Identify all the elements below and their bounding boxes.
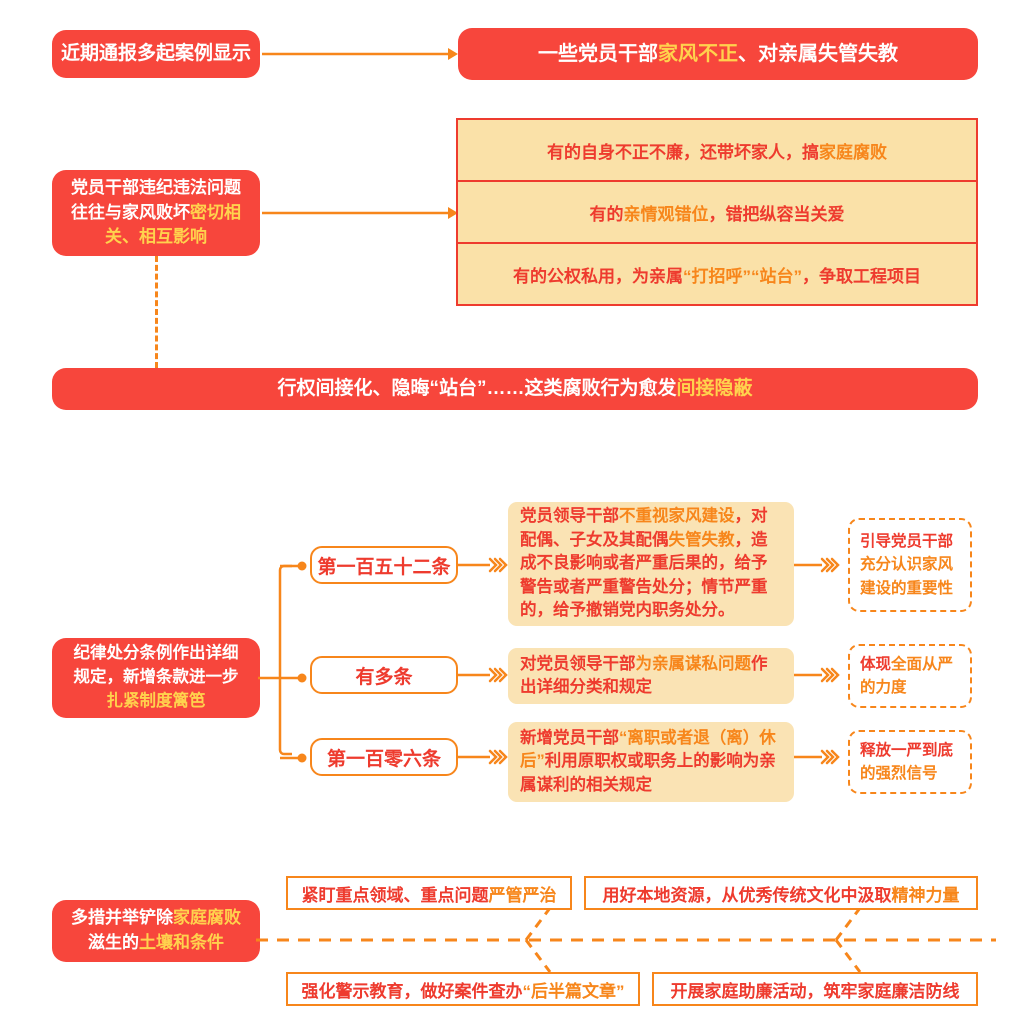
branch-outcome-text: 体现全面从严的力度 <box>860 655 954 696</box>
measure-text: 强化警示教育，做好案件查办“后半篇文章” <box>301 981 625 1001</box>
section2-left-line2: 往往与家风败坏密切相 <box>71 202 241 222</box>
branch-outcome-text: 释放一严到底的强烈信号 <box>860 741 954 782</box>
section3-chevron-connector-3 <box>458 747 508 767</box>
measure-text: 开展家庭助廉活动，筑牢家庭廉洁防线 <box>670 981 960 1001</box>
section3-branch-pill-3[interactable]: 第一百零六条 <box>310 738 458 776</box>
section3-outcome-connector-3 <box>794 747 840 767</box>
section3-left-line3: 扎紧制度篱笆 <box>106 691 206 710</box>
section2-left-line3: 关、相互影响 <box>105 227 207 247</box>
section4-measure-4: 开展家庭助廉活动，筑牢家庭廉洁防线 <box>652 972 978 1006</box>
section3-left-box: 纪律处分条例作出详细 规定，新增条款进一步 扎紧制度篱笆 <box>52 638 260 718</box>
section2-connector <box>262 203 458 223</box>
section2-list-row: 有的自身不正不廉，还带坏家人，搞家庭腐败 <box>458 120 976 182</box>
section2-list-row: 有的公权私用，为亲属“打招呼”“站台”，争取工程项目 <box>458 244 976 304</box>
section2-list-row: 有的亲情观错位，错把纵容当关爱 <box>458 182 976 244</box>
section4-left-box: 多措并举铲除家庭腐败 滋生的土壤和条件 <box>52 900 260 962</box>
section4-fishbone-connectors <box>256 872 996 1019</box>
section2-left-line1: 党员干部违纪违法问题 <box>71 178 241 198</box>
section3-branch-detail-1: 党员领导干部不重视家风建设，对配偶、子女及其配偶失管失教，造成不良影响或者严重后… <box>508 502 794 626</box>
section3-branch-outcome-3: 释放一严到底的强烈信号 <box>848 730 972 794</box>
measure-text: 紧盯重点领域、重点问题严管严治 <box>301 885 557 905</box>
section1-result-box: 一些党员干部家风不正、对亲属失管失教 <box>458 28 978 80</box>
branch-pill-label: 有多条 <box>355 666 413 688</box>
branch-pill-label: 第一百零六条 <box>326 748 441 770</box>
section2-list: 有的自身不正不廉，还带坏家人，搞家庭腐败 有的亲情观错位，错把纵容当关爱 有的公… <box>456 118 978 306</box>
section4-left-line1: 多措并举铲除家庭腐败 <box>71 908 241 928</box>
measure-text: 用好本地资源，从优秀传统文化中汲取精神力量 <box>602 885 960 905</box>
section3-branch-detail-3: 新增党员干部“离职或者退（离）休后”利用原职权或职务上的影响为亲属谋利的相关规定 <box>508 722 794 802</box>
section3-branch-pill-2[interactable]: 有多条 <box>310 656 458 694</box>
section4-measure-3: 强化警示教育，做好案件查办“后半篇文章” <box>286 972 640 1006</box>
section3-branch-pill-1[interactable]: 第一百五十二条 <box>310 546 458 584</box>
section3-chevron-connector-1 <box>458 555 508 575</box>
section1-result-text: 一些党员干部家风不正、对亲属失管失教 <box>538 42 898 65</box>
section4-measure-2: 用好本地资源，从优秀传统文化中汲取精神力量 <box>584 876 978 910</box>
section1-source-label: 近期通报多起案例显示 <box>60 43 251 65</box>
section2-banner-text: 行权间接化、隐晦“站台”……这类腐败行为愈发间接隐蔽 <box>277 378 753 400</box>
triple-chevron-icon <box>794 667 840 683</box>
branch-outcome-text: 引导党员干部充分认识家风建设的重要性 <box>860 533 954 597</box>
section3-branch-outcome-2: 体现全面从严的力度 <box>848 644 972 708</box>
triple-chevron-icon <box>458 667 508 683</box>
triple-chevron-icon <box>794 749 840 765</box>
section1-source-box: 近期通报多起案例显示 <box>52 30 260 78</box>
section4-left-line2: 滋生的土壤和条件 <box>88 933 224 952</box>
section3-branch-detail-2: 对党员领导干部为亲属谋私问题作出详细分类和规定 <box>508 648 794 704</box>
section2-row-text: 有的公权私用，为亲属“打招呼”“站台”，争取工程项目 <box>513 266 921 286</box>
triple-chevron-icon <box>458 557 508 573</box>
section3-outcome-connector-2 <box>794 665 840 685</box>
section3-branch-outcome-1: 引导党员干部充分认识家风建设的重要性 <box>848 518 972 612</box>
section1-connector <box>262 44 458 64</box>
branch-detail-text: 新增党员干部“离职或者退（离）休后”利用原职权或职务上的影响为亲属谋利的相关规定 <box>520 728 776 794</box>
section2-left-dashed-connector <box>155 256 158 368</box>
section2-left-box: 党员干部违纪违法问题 往往与家风败坏密切相 关、相互影响 <box>52 170 260 256</box>
section3-left-line1: 纪律处分条例作出详细 <box>73 644 239 663</box>
section3-left-line2: 规定，新增条款进一步 <box>73 668 239 687</box>
section3-chevron-connector-2 <box>458 665 508 685</box>
section2-row-text: 有的亲情观错位，错把纵容当关爱 <box>589 204 845 224</box>
triple-chevron-icon <box>794 557 840 573</box>
branch-pill-label: 第一百五十二条 <box>317 556 451 578</box>
section3-outcome-connector-1 <box>794 555 840 575</box>
branch-detail-text: 党员领导干部不重视家风建设，对配偶、子女及其配偶失管失教，造成不良影响或者严重后… <box>520 507 768 620</box>
section3-bracket <box>258 540 324 780</box>
triple-chevron-icon <box>458 749 508 765</box>
section2-row-text: 有的自身不正不廉，还带坏家人，搞家庭腐败 <box>547 142 887 162</box>
section4-measure-1: 紧盯重点领域、重点问题严管严治 <box>286 876 572 910</box>
section2-banner: 行权间接化、隐晦“站台”……这类腐败行为愈发间接隐蔽 <box>52 368 978 410</box>
branch-detail-text: 对党员领导干部为亲属谋私问题作出详细分类和规定 <box>520 654 768 696</box>
